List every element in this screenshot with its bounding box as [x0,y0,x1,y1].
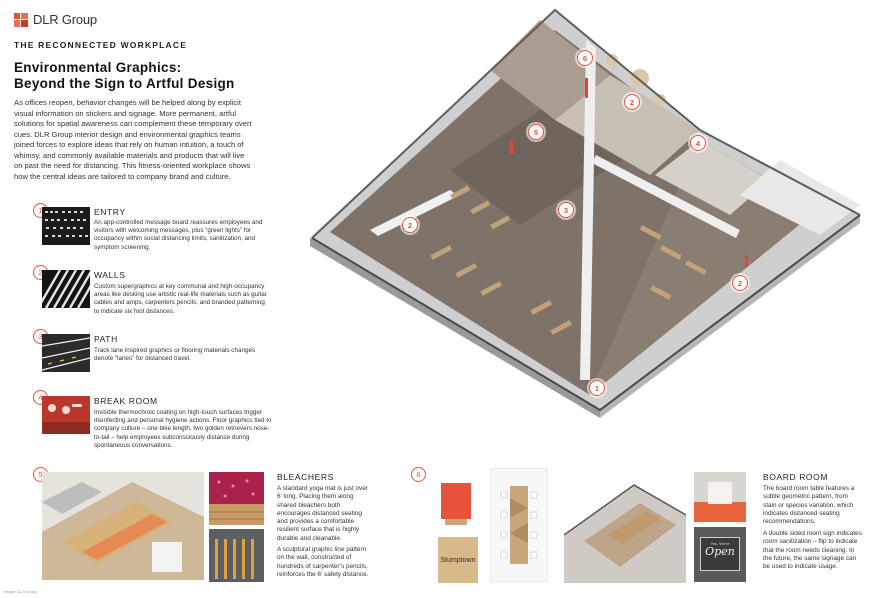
yoga-mat-image [209,472,264,525]
path-image [42,334,90,372]
brand-name: DLR Group [33,12,97,27]
page-title: Environmental Graphics: Beyond the Sign … [14,60,235,91]
bleachers-body-1: A standard yoga mat is just over 6’ long… [277,485,368,542]
boardroom-rendering [563,475,687,583]
open-sign-text: Open [705,545,735,558]
walls-body: Custom supergraphics at key communal and… [94,283,267,315]
walls-image [42,270,90,308]
map-badge-1: 1 [589,380,605,396]
boardroom-body-1: The board room table features a subtle g… [763,485,855,526]
intro-paragraph: As offices reopen, behavior changes will… [14,98,252,181]
room-sign-red [441,483,475,525]
open-sign-image: Yes, We're Open [694,527,746,582]
brand-logo: DLR Group [14,12,97,27]
boardroom-number: 6 [411,467,426,482]
bleachers-rendering [42,472,204,580]
entry-body: An app-controlled message board reassure… [94,219,263,251]
boardroom-body-2: A double sided room sign indicates room … [763,530,862,571]
pencil-wall-image [209,529,264,582]
bleachers-body-2: A sculptural graphic line pattern on the… [277,546,369,578]
map-badge-2-top: 2 [624,94,640,110]
entry-title: ENTRY [94,207,126,217]
open-sign-small-text: Yes, We're [710,541,730,546]
path-body: Track lane inspired graphics or flooring… [94,347,256,363]
break-room-image [42,396,90,434]
room-sign-wood: Stumptown [438,537,478,583]
path-title: PATH [94,334,118,344]
entry-image [42,207,90,245]
map-badge-2-left: 2 [402,217,418,233]
break-room-title: BREAK ROOM [94,396,158,406]
map-badge-2-right: 2 [732,275,748,291]
map-badge-3: 3 [558,202,574,218]
thermochroic-sign-image [694,472,746,522]
floor-plan-rendering: 6 2 5 4 3 2 2 1 [300,0,876,420]
map-badge-6: 6 [577,50,593,66]
open-sign-board: Yes, We're Open [700,537,740,571]
map-badge-5: 5 [528,124,544,140]
map-badge-4: 4 [690,135,706,151]
image-credit: Image: DLR Group [4,589,38,594]
boardroom-table-plan [489,467,549,583]
kicker: THE RECONNECTED WORKPLACE [14,40,188,50]
walls-title: WALLS [94,270,126,280]
room-sign-text: Stumptown [440,556,476,564]
boardroom-title: BOARD ROOM [763,472,829,482]
logo-mark-icon [14,12,28,27]
bleachers-title: BLEACHERS [277,472,334,482]
break-room-body: Invisible thermochroic coating on high-t… [94,409,272,449]
